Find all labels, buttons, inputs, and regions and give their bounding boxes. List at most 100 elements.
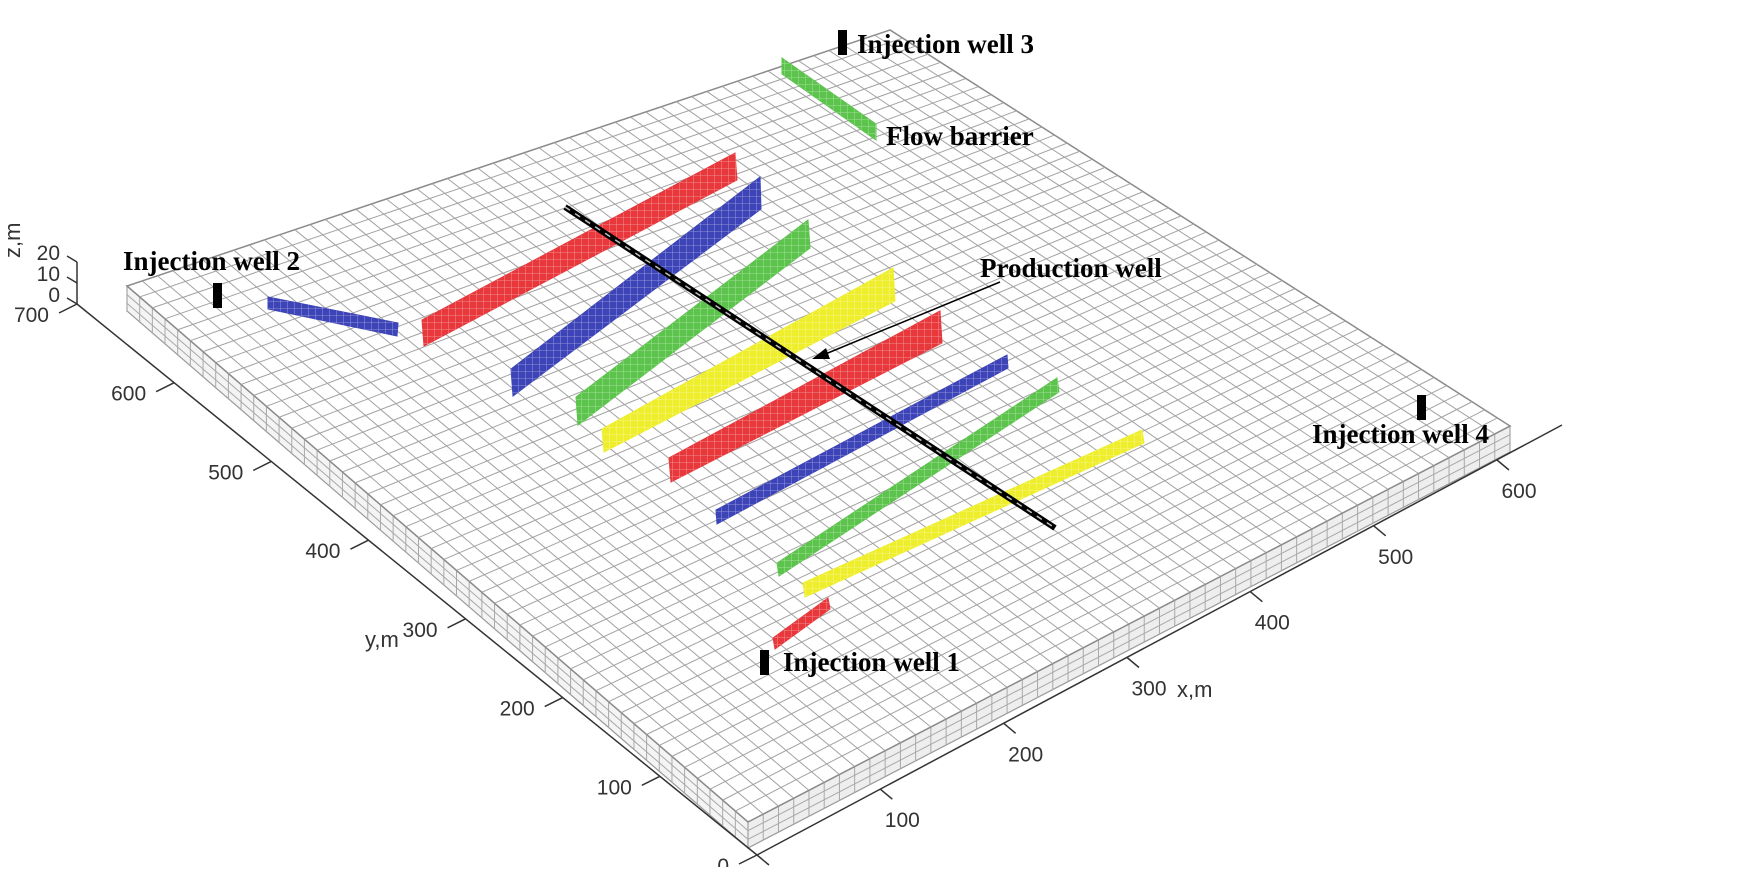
grid-line	[481, 255, 1245, 593]
production-well-label: Production well	[980, 253, 1162, 283]
grid-line	[367, 183, 1131, 495]
figure-labels: Injection well 3 Flow barrier Injection …	[123, 29, 1489, 677]
grid-line	[190, 69, 954, 342]
y-tick-label: 400	[305, 540, 340, 563]
grid-line	[874, 34, 1496, 435]
grid-line	[340, 213, 962, 712]
grid-line	[218, 254, 840, 775]
grid-line	[468, 247, 1232, 582]
fracture-blue-1-mesh	[511, 177, 761, 396]
fracture-red-1-mesh	[422, 153, 737, 346]
injection-well-4-label: Injection well 4	[1312, 419, 1489, 449]
grid-line	[279, 234, 901, 744]
grid-line	[354, 175, 1118, 484]
grid-line	[706, 91, 1328, 522]
production-well-highlight	[564, 206, 1056, 529]
pointer-arrowhead	[812, 348, 830, 359]
grid-line	[456, 239, 1220, 571]
reservoir-slab	[125, 29, 1512, 850]
injection-well-1-marker	[760, 650, 769, 675]
grid-line	[294, 229, 916, 736]
fracture-set	[267, 57, 1145, 650]
z-tick-mark	[66, 255, 78, 263]
grid-line	[721, 85, 1343, 514]
grid-line	[355, 208, 977, 704]
flow-barrier-label: Flow barrier	[886, 121, 1034, 151]
y-axis-title: y,m	[365, 627, 399, 652]
grid-line	[691, 96, 1313, 530]
fracture-blue-2-mesh	[716, 355, 1008, 524]
x-tick-label: 200	[1008, 743, 1043, 766]
x-tick-label: 100	[885, 809, 920, 832]
grid-line	[309, 224, 932, 728]
reservoir-side-grid	[126, 286, 1511, 848]
z-tick-mark	[66, 276, 78, 284]
grid-line	[676, 101, 1297, 538]
z-tick-label: 0	[48, 284, 60, 307]
grid-line	[164, 53, 929, 320]
grid-line	[608, 336, 1372, 703]
grid-line	[316, 150, 1080, 451]
grid-line	[325, 219, 947, 720]
y-tick-label: 700	[14, 304, 49, 327]
x-tick-label: 500	[1378, 546, 1413, 569]
grid-line	[187, 265, 810, 791]
grid-line	[735, 417, 1498, 812]
x-tick-mark	[1003, 722, 1017, 734]
x-tick-mark	[1249, 591, 1263, 603]
side-grid-line	[747, 434, 1511, 832]
grid-line	[752, 75, 1374, 498]
side-grid-line	[126, 294, 749, 832]
reservoir-top-face	[125, 29, 1512, 823]
grid-line	[172, 270, 795, 799]
x-tick-label: 600	[1501, 480, 1536, 503]
fracture-yellow-2-mesh	[803, 430, 1144, 597]
fracture-blue-left-mesh	[268, 297, 398, 336]
y-tick-mark	[641, 775, 661, 786]
injection-well-2-label: Injection well 2	[123, 246, 300, 276]
injection-well-1-label: Injection well 1	[783, 647, 960, 677]
flow-barrier-mesh	[782, 58, 876, 140]
x-tick-mark	[879, 788, 893, 800]
grid-line	[304, 142, 1068, 440]
fracture-yellow-1-mesh	[602, 268, 895, 452]
y-tick-mark	[350, 539, 369, 550]
grid-line	[767, 70, 1389, 490]
production-well-pointer	[812, 281, 1001, 359]
x-tick-label: 400	[1255, 612, 1290, 635]
injection-well-3-label: Injection well 3	[857, 29, 1034, 59]
fracture-red-2-mesh	[669, 311, 942, 482]
fracture-red-small-mesh	[773, 598, 830, 649]
y-tick-mark	[447, 618, 466, 629]
grid-line	[139, 37, 903, 298]
grid-line	[722, 409, 1485, 801]
grid-line	[141, 280, 764, 815]
y-tick-label: 100	[597, 776, 632, 799]
grid-line	[152, 45, 916, 309]
grid-line	[813, 55, 1435, 467]
grid-line	[737, 80, 1358, 506]
pointer-line	[822, 281, 1001, 356]
z-axis-title: z,m	[0, 223, 25, 258]
y-tick-label: 500	[208, 461, 243, 484]
injection-well-2-marker	[213, 283, 222, 308]
grid-line	[671, 377, 1435, 757]
grid-line	[233, 249, 855, 767]
grid-line	[843, 44, 1465, 451]
grid-line	[405, 207, 1169, 528]
y-axis-line	[76, 303, 758, 856]
grid-line	[157, 275, 779, 807]
grid-line	[342, 166, 1106, 473]
x-axis-title: x,m	[1177, 677, 1212, 702]
y-tick-label: 300	[403, 619, 438, 642]
grid-line	[570, 312, 1334, 670]
grid-line	[418, 215, 1182, 539]
grid-line	[697, 393, 1460, 779]
y-tick-label: 200	[500, 698, 535, 721]
y-tick-mark	[58, 303, 78, 314]
z-tick-label: 20	[37, 242, 60, 265]
